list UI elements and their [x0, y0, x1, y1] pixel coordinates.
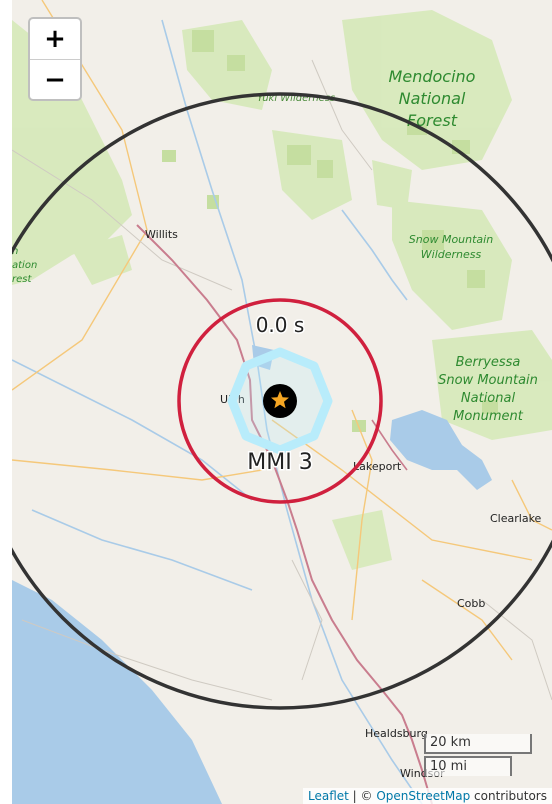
- openstreetmap-link[interactable]: OpenStreetMap: [376, 789, 471, 803]
- epicenter-star-icon: [271, 391, 289, 409]
- label-clearlake: Clearlake: [490, 512, 542, 525]
- attribution-separator: | ©: [348, 789, 377, 803]
- s-wave-outer-circle: [12, 92, 552, 710]
- rivers: [12, 19, 423, 804]
- minor-roads: [12, 59, 552, 701]
- ocean: [12, 580, 222, 804]
- label-willits: Willits: [145, 228, 178, 241]
- map-attribution: Leaflet | © OpenStreetMap contributors: [303, 788, 552, 804]
- edge-labels: n ation rest: [12, 246, 37, 285]
- clear-lake: [390, 410, 492, 490]
- zoom-control: + −: [28, 17, 82, 101]
- label-healdsburg: Healdsburg: [365, 727, 428, 740]
- wave-time-label: 0.0 s: [256, 313, 305, 337]
- zoom-out-button[interactable]: −: [30, 59, 80, 99]
- label-lakeport: Lakeport: [353, 460, 402, 473]
- area-labels: Mendocino National Forest Snow Mountain …: [389, 67, 538, 424]
- svg-text:rest: rest: [12, 274, 32, 285]
- svg-text:ation: ation: [12, 260, 37, 271]
- label-berryessa-4: Monument: [453, 409, 524, 424]
- highway-29: [371, 419, 408, 471]
- label-mendocino-3: Forest: [407, 111, 458, 130]
- zoom-in-button[interactable]: +: [44, 24, 66, 54]
- scale-bar-mi: 10 mi: [424, 756, 512, 776]
- label-berryessa-1: Berryessa: [456, 355, 521, 370]
- roads: [12, 0, 552, 661]
- label-berryessa-2: Snow Mountain: [438, 373, 538, 388]
- map-view[interactable]: Willits Uk h Lakeport Clearlake Cobb Hea…: [12, 0, 552, 804]
- label-mendocino-2: National: [399, 89, 466, 108]
- label-yuki: Yuki Wilderness: [257, 93, 335, 104]
- mmi-label: MMI 3: [247, 450, 312, 475]
- map-tiles: Willits Uk h Lakeport Clearlake Cobb Hea…: [12, 0, 552, 804]
- scale-bar-km: 20 km: [424, 734, 532, 754]
- p-wave-inner-circle: [177, 298, 383, 504]
- attribution-suffix: contributors: [470, 789, 547, 803]
- label-berryessa-3: National: [461, 391, 516, 406]
- label-mendocino-1: Mendocino: [389, 67, 476, 86]
- leaflet-link[interactable]: Leaflet: [308, 789, 349, 803]
- label-snow-mtn-1: Snow Mountain: [409, 233, 493, 246]
- label-cobb: Cobb: [457, 597, 485, 610]
- svg-text:n: n: [12, 246, 18, 257]
- highway-101: [136, 224, 433, 804]
- label-snow-mtn-2: Wilderness: [421, 248, 482, 261]
